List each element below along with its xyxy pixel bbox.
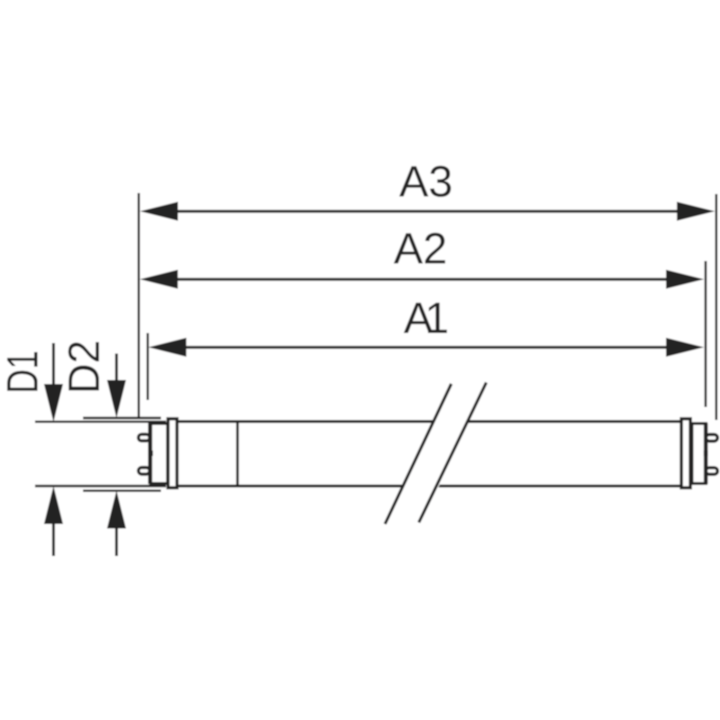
svg-text:A3: A3	[399, 158, 453, 207]
svg-text:D1: D1	[0, 351, 48, 394]
svg-text:D2: D2	[60, 340, 109, 394]
svg-text:A2: A2	[394, 225, 448, 274]
svg-text:A1: A1	[404, 294, 449, 343]
